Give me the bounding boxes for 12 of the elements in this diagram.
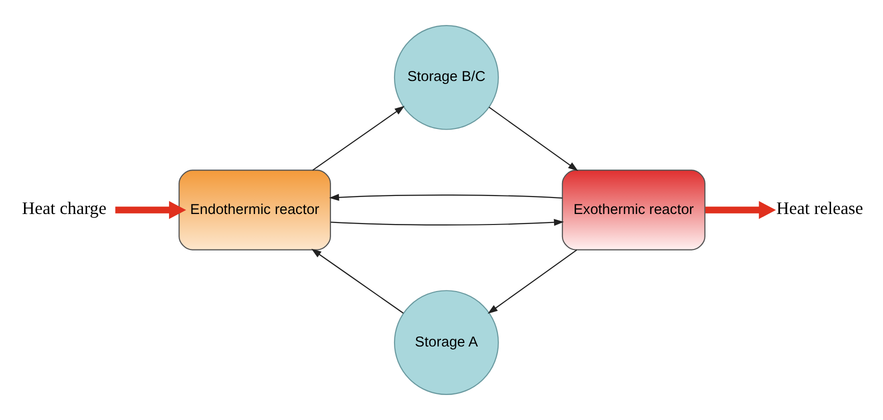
arrow bbox=[487, 250, 577, 314]
arrow bbox=[704, 201, 776, 219]
arrow bbox=[114, 201, 186, 219]
arrow bbox=[328, 194, 562, 201]
arrow bbox=[330, 218, 564, 226]
node-text: Heat release bbox=[776, 198, 863, 218]
arrow bbox=[310, 248, 404, 314]
arrow bbox=[488, 106, 578, 172]
node-box: Exothermic reactor bbox=[561, 170, 705, 250]
node-box: Endothermic reactor bbox=[178, 170, 330, 250]
node-text: Heat charge bbox=[21, 198, 106, 218]
arrow bbox=[312, 106, 404, 171]
